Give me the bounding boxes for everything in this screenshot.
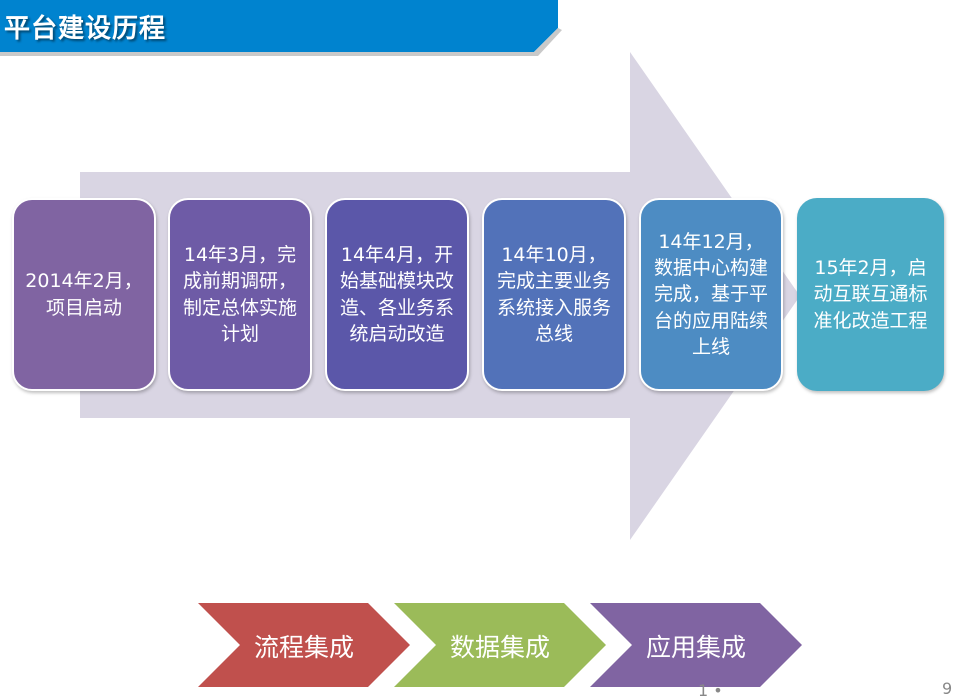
milestone-5: 14年12月，数据中心构建完成，基于平台的应用陆续上线 [639,198,783,391]
stage-label-application: 应用集成 [645,633,746,662]
stage-label-data: 数据集成 [449,633,550,662]
milestone-2: 14年3月，完成前期调研，制定总体实施计划 [168,198,312,391]
stage-label-process: 流程集成 [253,633,354,662]
milestone-1: 2014年2月，项目启动 [12,198,156,391]
title-bar [0,0,558,52]
footer-fragment: 1 • [698,681,723,700]
stage-chevron-2 [394,603,606,687]
stage-chevron-1 [198,603,410,687]
milestone-4: 14年10月，完成主要业务系统接入服务总线 [482,198,626,391]
title-bar-shadow [0,28,562,56]
page-title: 平台建设历程 [4,14,167,44]
stage-chevron-3 [590,603,802,687]
milestone-3: 14年4月，开始基础模块改造、各业务系统启动改造 [325,198,469,391]
milestone-6: 15年2月，启动互联互通标准化改造工程 [797,198,944,391]
page-number: 9 [942,679,953,698]
